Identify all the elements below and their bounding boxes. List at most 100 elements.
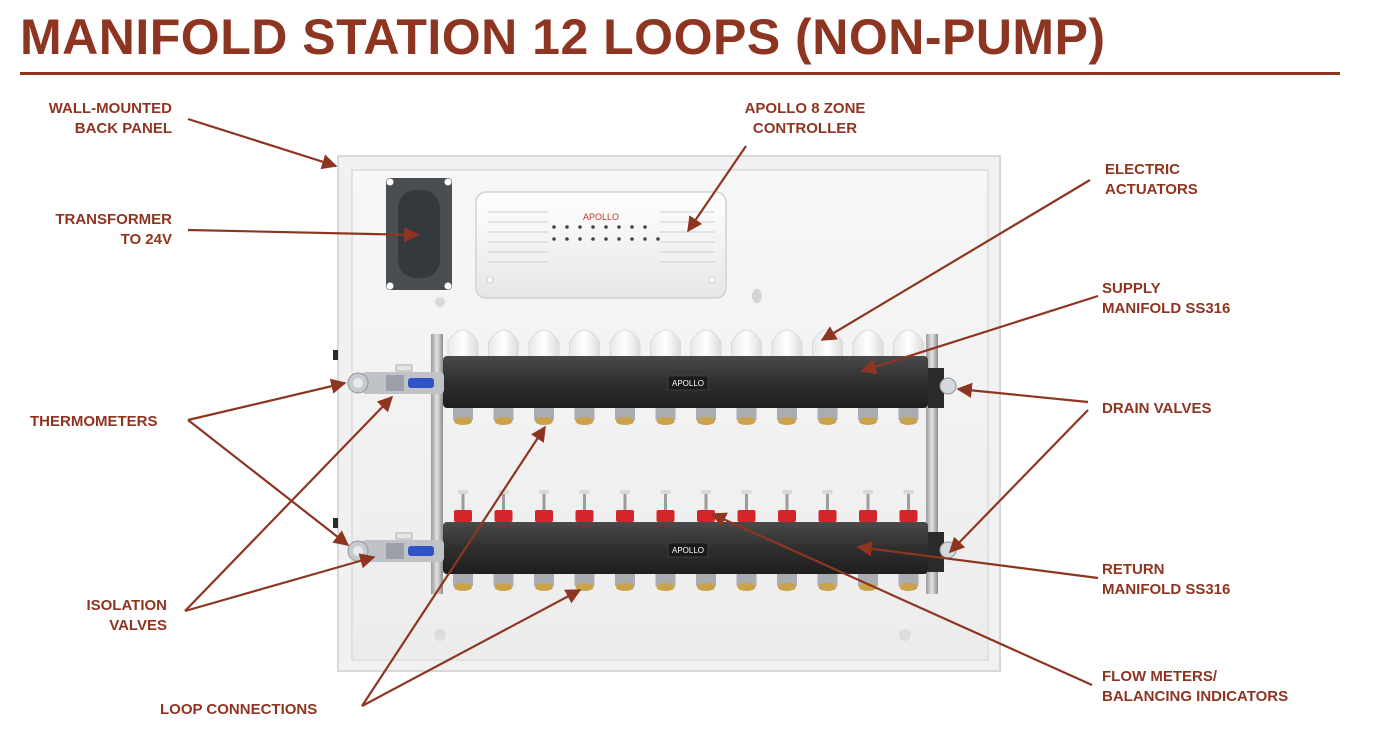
flow-meter xyxy=(575,490,594,522)
flow-meter-cap xyxy=(782,490,792,494)
port-nut xyxy=(615,408,635,420)
flow-meter-body xyxy=(494,510,513,522)
status-led xyxy=(617,237,621,241)
label-supply-manifold: SUPPLY MANIFOLD SS316 xyxy=(1102,280,1231,317)
arrow-loop-supply xyxy=(361,425,546,707)
label-transformer: TRANSFORMER TO 24V xyxy=(55,211,172,248)
arrow-loop-return xyxy=(361,589,582,707)
arrow-flow-meters xyxy=(710,512,1093,687)
flow-meter-cap xyxy=(579,490,590,494)
label-controller: APOLLO 8 ZONE CONTROLLER xyxy=(744,100,866,137)
flow-meter-cap xyxy=(539,490,549,494)
loop-connection-port xyxy=(817,408,838,425)
flow-meter xyxy=(818,490,837,522)
actuator-cap-body xyxy=(447,329,479,359)
port-nut xyxy=(655,574,676,586)
flow-meter-stem xyxy=(542,492,546,510)
label-drain-valves: DRAIN VALVES xyxy=(1102,400,1212,417)
actuator-cap-body xyxy=(569,329,600,359)
actuator-cap xyxy=(731,329,762,359)
actuator-cap-body xyxy=(650,329,681,359)
port-nut xyxy=(696,408,716,420)
status-led xyxy=(643,225,647,229)
port-fitting xyxy=(697,583,715,591)
port-fitting xyxy=(454,583,472,591)
port-nut xyxy=(898,574,919,586)
port-nut xyxy=(696,574,716,586)
actuator-cap-body xyxy=(852,329,884,359)
port-nut xyxy=(493,408,514,420)
actuator-cap-body xyxy=(893,329,924,359)
flow-meter-stem xyxy=(664,492,667,510)
flow-meter xyxy=(697,490,715,522)
arrow-actuators xyxy=(820,179,1091,341)
status-led xyxy=(578,237,582,241)
return-thermometer xyxy=(347,540,369,562)
flow-meter-cap xyxy=(620,490,630,494)
supply-brand: APOLLO xyxy=(672,379,704,388)
port-nut xyxy=(493,574,514,586)
loop-connection-port xyxy=(858,408,878,425)
flow-meter xyxy=(656,490,675,522)
arrow-drain-supply xyxy=(956,382,1089,404)
supply-loop-connections xyxy=(453,408,919,425)
status-led xyxy=(617,225,621,229)
status-led xyxy=(656,237,660,241)
port-nut xyxy=(898,408,919,420)
actuator-cap-body xyxy=(771,329,803,359)
flow-meter-body xyxy=(535,510,553,522)
flow-meter-body xyxy=(737,510,756,522)
loop-connection-port xyxy=(655,574,676,591)
port-fitting xyxy=(616,583,634,591)
label-thermometers: THERMOMETERS xyxy=(30,413,158,430)
flow-meter-body xyxy=(778,510,796,522)
electric-actuators xyxy=(447,329,924,359)
status-led xyxy=(565,237,569,241)
actuator-cap xyxy=(528,329,560,359)
arrow-thermometer-supply xyxy=(187,378,347,422)
actuator-cap xyxy=(447,329,479,359)
flow-meter-stem xyxy=(907,492,910,510)
loop-connection-port xyxy=(453,574,473,591)
flow-meter-stem xyxy=(461,492,465,510)
port-fitting xyxy=(859,417,877,425)
actuator-cap xyxy=(852,329,884,359)
flow-meter xyxy=(535,490,553,522)
port-nut xyxy=(534,408,554,420)
flow-meter-stem xyxy=(704,492,708,510)
title-underline xyxy=(20,72,1340,75)
page-title: MANIFOLD STATION 12 LOOPS (NON-PUMP) xyxy=(20,9,1106,65)
arrow-controller xyxy=(687,145,747,233)
port-fitting xyxy=(535,583,553,591)
status-led xyxy=(552,237,556,241)
flow-meter-stem xyxy=(866,492,870,510)
loop-connection-port xyxy=(817,574,838,591)
loop-connection-port xyxy=(534,574,554,591)
status-led xyxy=(630,237,634,241)
actuator-cap xyxy=(650,329,681,359)
supply-thermometer xyxy=(347,372,369,394)
port-fitting xyxy=(656,583,675,591)
flow-meter-body xyxy=(697,510,715,522)
flow-meter xyxy=(616,490,634,522)
actuator-cap xyxy=(771,329,803,359)
port-fitting xyxy=(616,417,634,425)
port-nut xyxy=(574,408,595,420)
port-fitting xyxy=(778,417,796,425)
loop-connection-port xyxy=(736,408,757,425)
loop-connection-port xyxy=(574,574,595,591)
loop-connection-port xyxy=(493,408,514,425)
port-nut xyxy=(777,408,797,420)
port-fitting xyxy=(778,583,796,591)
arrow-thermometer-return xyxy=(187,419,350,546)
actuator-cap-body xyxy=(690,329,722,359)
port-nut xyxy=(453,408,473,420)
flow-meter xyxy=(778,490,796,522)
port-fitting xyxy=(535,417,553,425)
loop-connection-port xyxy=(493,574,514,591)
actuator-cap xyxy=(609,329,641,359)
flow-meter-body xyxy=(899,510,918,522)
flow-meter xyxy=(859,490,877,522)
port-nut xyxy=(817,408,838,420)
